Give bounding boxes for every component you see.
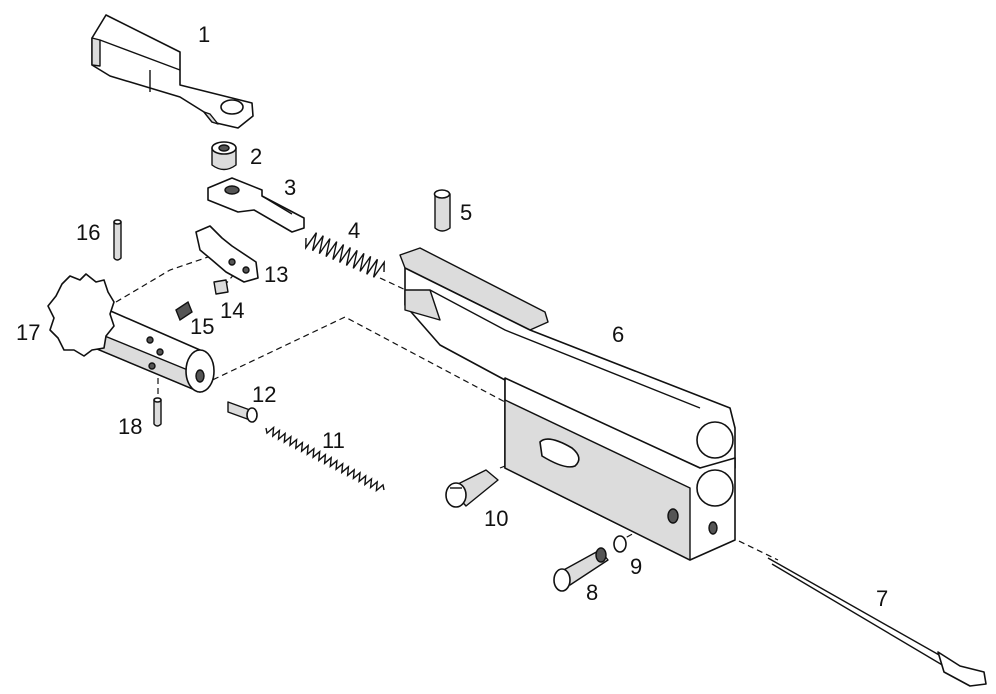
label-part-5: 5 [460,200,472,225]
label-part-2: 2 [250,144,262,169]
label-part-11: 11 [322,428,345,453]
part-8-sleeve [553,547,609,592]
part-13-latch [195,225,259,283]
label-part-10: 10 [484,506,508,531]
part-14-small-pin [213,279,229,295]
label-part-18: 18 [118,414,142,439]
label-part-9: 9 [630,554,642,579]
label-part-12: 12 [252,382,276,407]
label-part-3: 3 [284,175,296,200]
label-part-8: 8 [586,580,598,605]
part-6-receiver [399,247,736,561]
part-15-small-spring [175,300,193,322]
label-part-4: 4 [348,218,360,243]
label-part-17: 17 [16,320,40,345]
label-part-14: 14 [220,298,244,323]
part-10-cam [445,469,499,508]
part-11-long-spring [265,425,385,493]
label-part-6: 6 [612,322,624,347]
part-9-o-ring [613,535,627,553]
part-17-bolt [47,273,215,393]
part-12-screw [227,401,258,423]
part-3-plate [207,177,305,233]
label-part-16: 16 [76,220,100,245]
part-5-pin [433,189,451,232]
label-part-13: 13 [264,262,288,287]
label-part-1: 1 [198,22,210,47]
label-part-7: 7 [876,586,888,611]
part-7-firing-pin [767,557,987,687]
part-2-bushing [211,141,237,171]
part-4-coil-spring [305,232,385,278]
part-16-pin [113,219,122,261]
label-part-15: 15 [190,314,214,339]
part-18-pin [153,397,162,427]
part-number-labels: 1 2 3 4 5 6 7 8 9 10 11 12 13 14 15 16 1… [16,22,888,611]
part-1-lever [91,14,254,129]
